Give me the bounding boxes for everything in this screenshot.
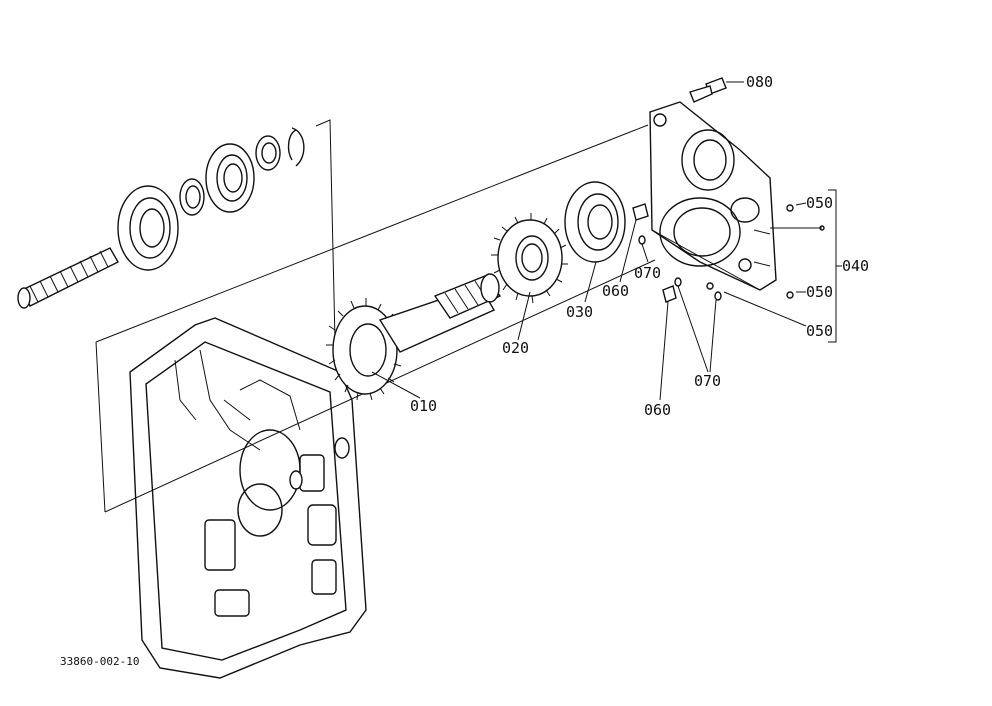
small-parts (632, 203, 825, 303)
bearing-030 (564, 181, 626, 263)
label-040: 040 (842, 257, 869, 275)
label-060-lower: 060 (644, 401, 671, 419)
label-050-bottom: 050 (806, 322, 833, 340)
label-010: 010 (410, 397, 437, 415)
drawing-number: 33860-002-10 (60, 655, 139, 668)
label-020: 020 (502, 339, 529, 357)
label-070-lower: 070 (694, 372, 721, 390)
gear-shaft-010 (326, 273, 502, 401)
upper-shaft-assembly (17, 119, 336, 341)
label-leaders (371, 189, 842, 401)
label-050-mid: 050 (806, 283, 833, 301)
cover-plate-040 (649, 101, 777, 291)
label-080: 080 (746, 73, 773, 91)
bolt-080 (689, 77, 744, 103)
label-070-upper: 070 (634, 264, 661, 282)
label-030: 030 (566, 303, 593, 321)
gear-case-housing (129, 317, 367, 679)
label-060-upper: 060 (602, 282, 629, 300)
label-050-top: 050 (806, 194, 833, 212)
spur-gear-020 (491, 213, 568, 304)
